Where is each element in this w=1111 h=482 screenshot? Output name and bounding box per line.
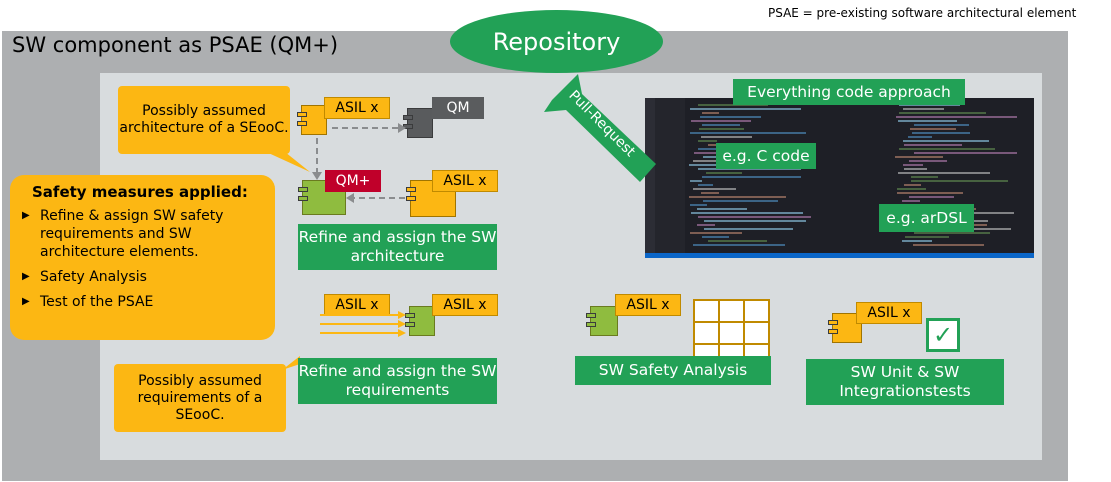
code-line — [902, 240, 932, 242]
ardsl-label: e.g. arDSL — [879, 204, 974, 232]
safety-heading: Safety measures applied: — [32, 183, 248, 201]
component-icon — [586, 306, 618, 336]
code-line — [904, 184, 921, 186]
component-icon — [405, 306, 435, 336]
code-line — [904, 144, 962, 146]
code-line — [690, 108, 801, 110]
safety-analysis-activity: SW Safety Analysis — [575, 356, 771, 385]
code-line — [904, 168, 927, 170]
code-line — [691, 212, 803, 214]
checkbox-checked-icon: ✓ — [926, 318, 960, 352]
code-line — [896, 116, 1017, 118]
analysis-table-icon — [693, 299, 770, 367]
component-icon — [403, 108, 433, 138]
safety-list: Refine & assign SW safety requirements a… — [22, 207, 265, 311]
component-icon — [297, 105, 327, 135]
code-line — [699, 128, 744, 130]
asil-tag: ASIL x — [324, 97, 390, 119]
code-line — [690, 180, 702, 182]
code-line — [691, 120, 751, 122]
code-line — [693, 188, 736, 190]
code-line — [899, 104, 960, 106]
code-line — [911, 180, 1008, 182]
editor-file-tree — [655, 98, 685, 258]
code-line — [908, 136, 932, 138]
code-line — [698, 140, 717, 142]
code-line — [689, 164, 740, 166]
code-line — [910, 128, 956, 130]
qmplus-tag: QM+ — [325, 170, 381, 192]
requirements-callout: Possibly assumed requirements of a SEooC… — [114, 364, 286, 432]
code-line — [708, 240, 767, 242]
code-line — [914, 232, 990, 234]
code-line — [703, 200, 778, 202]
code-line — [697, 224, 715, 226]
code-line — [700, 116, 761, 118]
code-line — [706, 172, 742, 174]
c-code-label: e.g. C code — [716, 143, 816, 169]
code-line — [697, 208, 747, 210]
asil-tag: ASIL x — [432, 294, 498, 316]
code-line — [899, 148, 995, 150]
code-line — [698, 168, 801, 170]
architecture-callout: Possibly assumed architecture of a SEooC… — [118, 86, 290, 154]
code-line — [693, 244, 785, 246]
code-line — [903, 108, 944, 110]
code-line — [897, 192, 963, 194]
testing-activity: SW Unit & SW Integrationstests — [806, 359, 1004, 405]
requirements-activity: Refine and assign the SW requirements — [298, 358, 497, 404]
safety-item: Test of the PSAE — [22, 293, 265, 311]
code-line — [897, 188, 926, 190]
code-line — [690, 132, 806, 134]
code-line — [898, 120, 957, 122]
asil-tag: ASIL x — [432, 170, 498, 192]
code-line — [689, 196, 786, 198]
code-line — [702, 236, 729, 238]
code-line — [698, 184, 713, 186]
code-line — [895, 156, 943, 158]
legend-text: PSAE = pre-existing software architectur… — [768, 6, 1077, 20]
code-line — [704, 228, 793, 230]
repository-node: Repository — [450, 10, 663, 73]
component-title: SW component as PSAE (QM+) — [12, 33, 339, 57]
code-line — [899, 112, 986, 114]
editor-status-bar — [645, 253, 1034, 258]
code-line — [909, 196, 954, 198]
code-line — [701, 136, 752, 138]
code-line — [903, 164, 923, 166]
asil-tag: ASIL x — [856, 302, 922, 324]
code-line — [914, 124, 969, 126]
code-line — [702, 112, 719, 114]
code-line — [701, 192, 719, 194]
code-line — [912, 132, 970, 134]
code-line — [704, 220, 806, 222]
code-line — [898, 172, 990, 174]
safety-item: Safety Analysis — [22, 268, 265, 286]
code-line — [902, 200, 920, 202]
qm-tag: QM — [432, 97, 484, 119]
everything-code-label: Everything code approach — [733, 79, 965, 105]
code-line — [690, 232, 742, 234]
code-line — [909, 160, 947, 162]
asil-tag: ASIL x — [615, 294, 681, 316]
code-line — [690, 204, 707, 206]
code-line — [698, 104, 768, 106]
safety-measures-box: Safety measures applied: Refine & assign… — [10, 175, 275, 340]
code-line — [911, 176, 938, 178]
code-line — [905, 236, 949, 238]
code-line — [914, 152, 1017, 154]
component-icon — [828, 313, 862, 343]
code-line — [698, 216, 811, 218]
code-line — [913, 244, 984, 246]
safety-item: Refine & assign SW safety requirements a… — [22, 207, 265, 261]
architecture-activity: Refine and assign the SW architecture — [298, 224, 497, 270]
code-line — [903, 140, 989, 142]
editor-activity-bar — [645, 98, 655, 258]
code-line — [702, 124, 740, 126]
code-line — [702, 176, 801, 178]
